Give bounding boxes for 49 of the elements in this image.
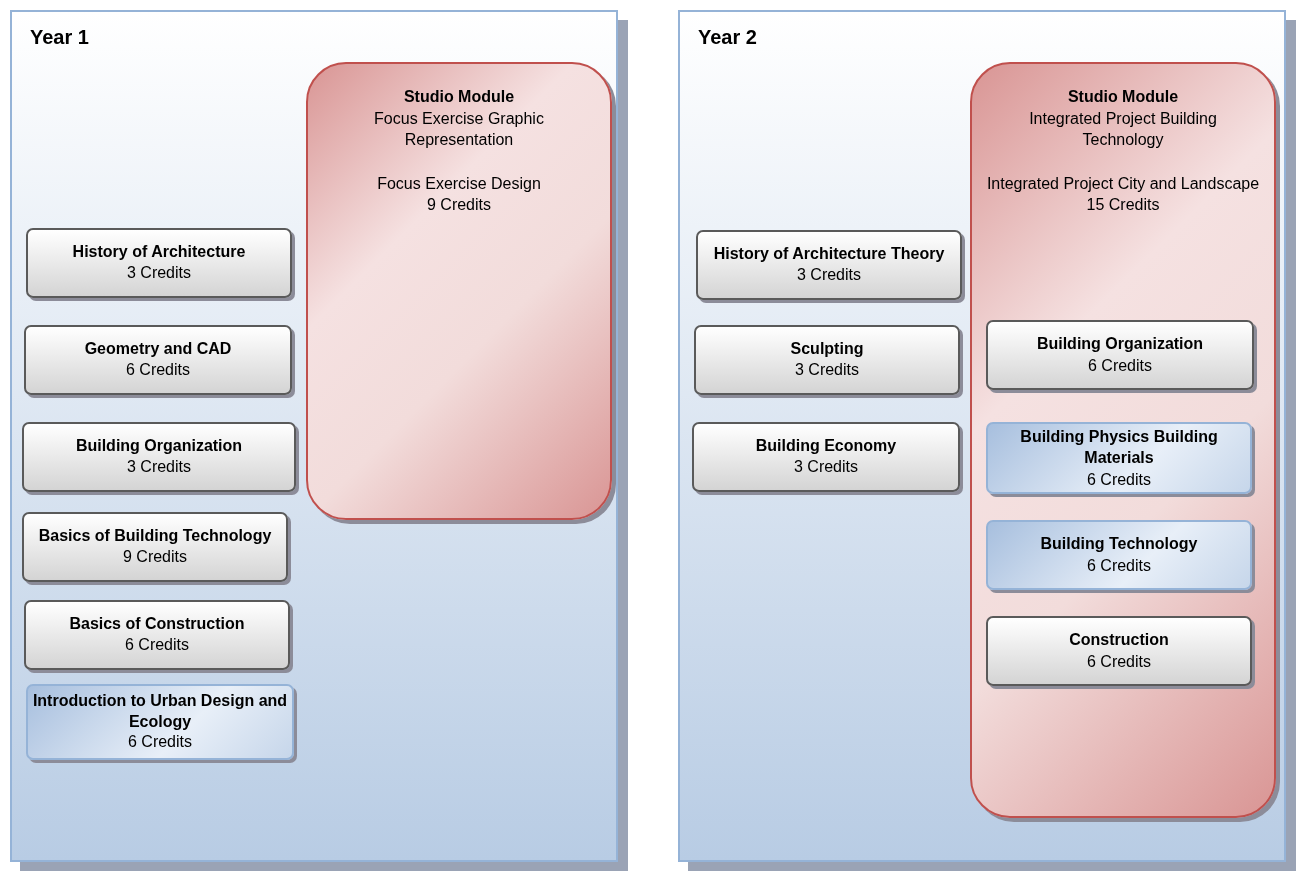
course-title: Building Organization [74,436,244,457]
course-box [24,325,292,395]
credits-text: 3 Credits [793,457,859,477]
credits-text: 6 Credits [1086,652,1152,672]
credits-text: 6 Credits [1086,469,1152,490]
course-title: Basics of Construction [68,614,246,635]
credits-text: 15 Credits [1085,195,1161,216]
course-title: Basics of Building Technology [37,526,273,547]
credits-text: 6 Credits [1086,556,1152,576]
course-title: Sculpting [789,339,865,360]
course-box [986,422,1252,494]
module-description: Focus Exercise Design [376,173,542,194]
course-title: Building Physics Building Materials [1019,426,1219,469]
course-title: Construction [1068,630,1170,651]
course-title: History of Architecture [71,242,247,263]
course-box [692,422,960,492]
course-title: Introduction to Urban Design and Ecology [32,690,288,732]
credits-text: 3 Credits [126,457,192,477]
course-title: Building Economy [754,436,898,457]
year-heading: Year 2 [698,26,757,49]
credits-text: 6 Credits [127,732,193,753]
course-box [696,230,962,300]
course-box [986,320,1254,390]
course-box [22,422,296,492]
course-box [24,600,290,670]
course-title: Building Organization [1035,334,1205,355]
course-box [694,325,960,395]
credits-text: 3 Credits [796,265,862,285]
credits-text: 6 Credits [1087,356,1153,376]
module-description: Integrated Project City and Landscape [985,173,1261,194]
course-title: Building Technology [1039,534,1199,555]
module-title: Studio Module [402,87,516,107]
course-box [26,228,292,298]
course-box [986,520,1252,590]
course-box [26,684,294,760]
credits-text: 9 Credits [426,195,492,216]
course-title: Geometry and CAD [83,339,233,360]
credits-text: 6 Credits [125,360,191,380]
credits-text: 3 Credits [126,263,192,283]
module-description: Integrated Project Building Technology [1028,108,1218,151]
credits-text: 9 Credits [122,547,188,567]
course-box [986,616,1252,686]
credits-text: 6 Credits [124,635,190,655]
credits-text: 3 Credits [794,360,860,380]
module-description: Focus Exercise Graphic Representation [373,108,545,151]
module-title: Studio Module [1066,87,1180,107]
year-heading: Year 1 [30,26,89,49]
course-title: History of Architecture Theory [712,244,946,265]
course-box [22,512,288,582]
